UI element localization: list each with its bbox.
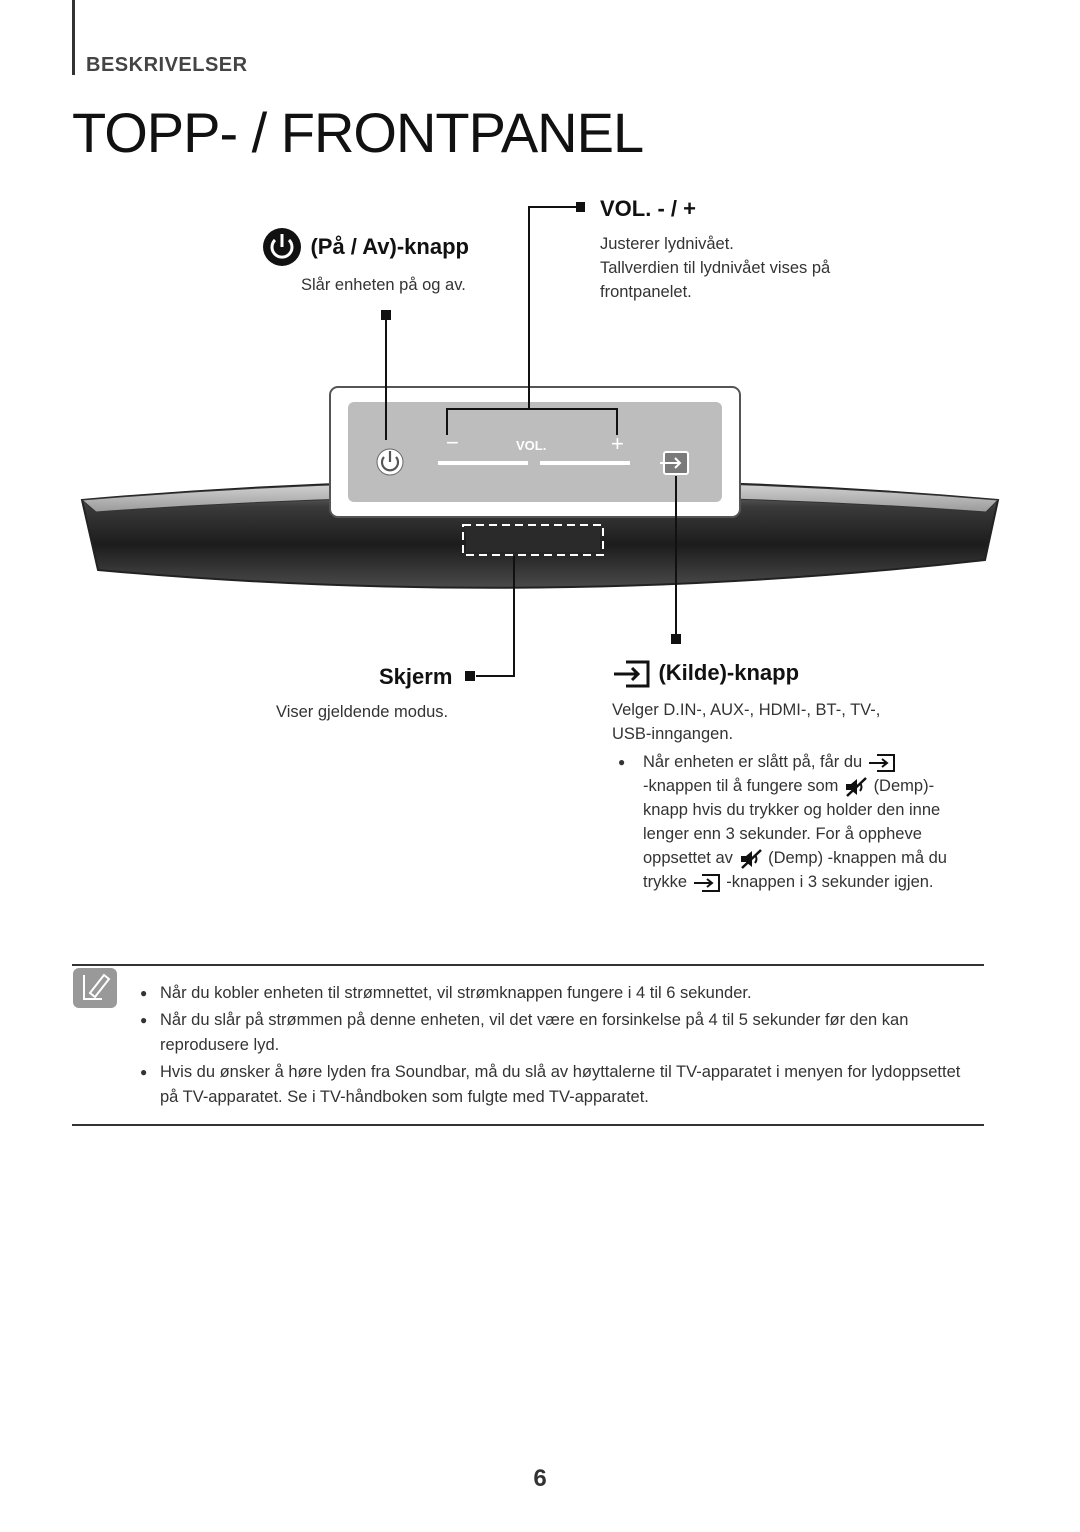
source-line-2: USB-inngangen. <box>612 725 734 743</box>
page-title: TOPP- / FRONTPANEL <box>72 101 644 164</box>
panel-vol-label: VOL. <box>516 438 546 453</box>
notes-bottom-rule <box>72 1124 984 1126</box>
source-icon <box>693 873 720 892</box>
note-item: Når du kobler enheten til strømnettet, v… <box>140 981 970 1006</box>
display-dashed-frame <box>462 524 604 556</box>
mute-icon <box>740 848 762 869</box>
source-icon <box>868 753 895 772</box>
section-bar <box>72 0 75 75</box>
notes-list: Når du kobler enheten til strømnettet, v… <box>140 981 970 1112</box>
display-desc: Viser gjeldende modus. <box>276 703 449 721</box>
top-panel-surface <box>348 402 722 502</box>
source-icon <box>614 660 650 688</box>
power-title: (På / Av)-knapp <box>310 234 469 259</box>
source-bullet: ● Når enheten er slått på, får du -knapp… <box>618 753 947 892</box>
note-item: Hvis du ønsker å høre lyden fra Soundbar… <box>140 1060 970 1110</box>
display-title: Skjerm <box>379 664 453 689</box>
panel-vol-minus: − <box>446 430 459 455</box>
power-callout: (På / Av)-knapp <box>262 227 469 267</box>
note-icon <box>73 968 117 1008</box>
source-line-1: Velger D.IN-, AUX-, HDMI-, BT-, TV-, <box>612 701 881 719</box>
section-label: BESKRIVELSER <box>86 54 248 76</box>
source-title: (Kilde)-knapp <box>658 660 800 685</box>
soundbar-diagram: − VOL. + <box>80 202 1000 681</box>
panel-source-icon <box>660 451 689 475</box>
panel-power-icon <box>376 448 404 476</box>
source-callout: (Kilde)-knapp <box>612 656 799 690</box>
page-number: 6 <box>533 1465 547 1492</box>
vol-connector <box>528 206 578 409</box>
vol-title: VOL. - / + <box>600 196 696 221</box>
vol-line-2: Tallverdien til lydnivået vises på <box>600 259 831 277</box>
power-desc: Slår enheten på og av. <box>301 276 466 294</box>
mute-icon <box>845 776 867 797</box>
note-item: Når du slår på strømmen på denne enheten… <box>140 1008 970 1058</box>
display-connector <box>476 556 515 677</box>
panel-vol-plus: + <box>611 431 624 456</box>
power-icon <box>263 228 301 266</box>
notes-top-rule <box>72 964 984 966</box>
vol-desc: Justerer lydnivået. Tallverdien til lydn… <box>600 232 830 304</box>
source-desc: Velger D.IN-, AUX-, HDMI-, BT-, TV-, USB… <box>612 698 992 746</box>
display-window <box>466 528 600 552</box>
vol-line-3: frontpanelet. <box>600 283 692 301</box>
vol-line-1: Justerer lydnivået. <box>600 235 734 253</box>
vol-bracket <box>446 408 618 435</box>
